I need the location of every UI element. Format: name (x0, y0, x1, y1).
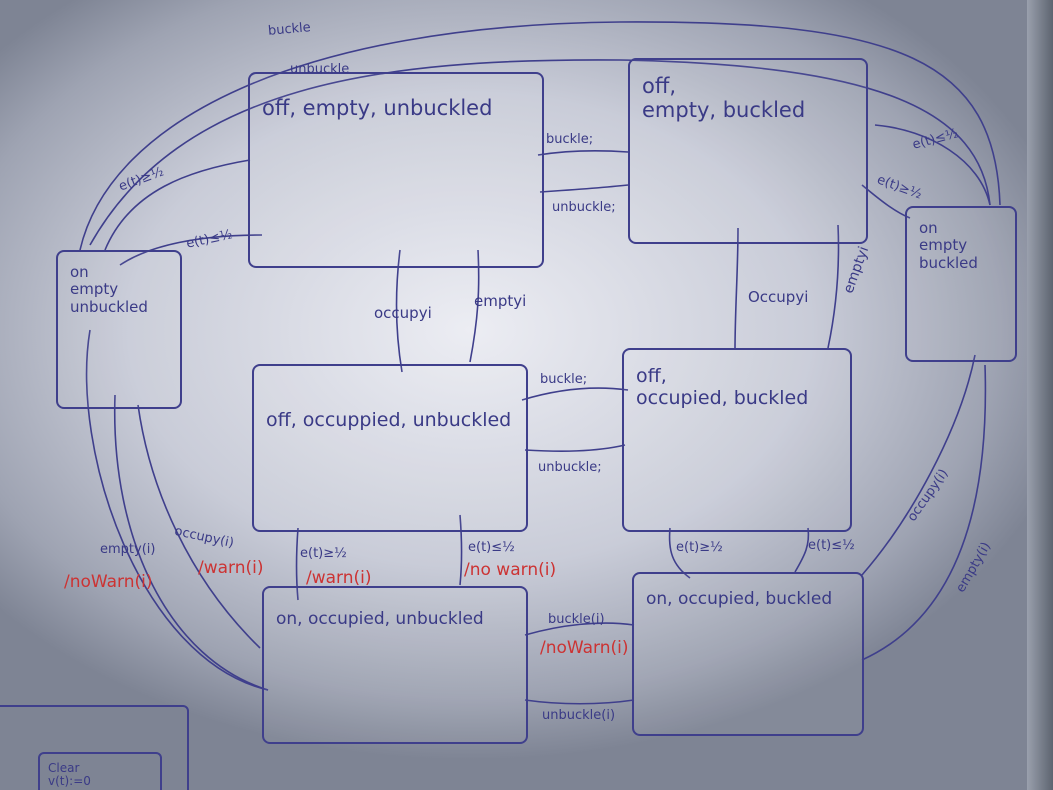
arrow-oneb-to-oeb (874, 124, 991, 206)
arrow-oeu-to-oneu (104, 159, 251, 251)
state-label: on empty buckled (919, 219, 978, 272)
arrow-empty-left (469, 249, 480, 363)
state-off-occupied-unbuckled: off, occuppied, unbuckled (252, 364, 528, 532)
label-e-ge-half-mid-left: e(t)≥½ (300, 546, 347, 561)
state-label: off, occuppied, unbuckled (266, 409, 512, 431)
state-label: off, empty, buckled (642, 74, 806, 123)
arrow-occupy-right-side (861, 354, 976, 576)
arrow-mid-left-up (459, 514, 463, 586)
label-empty-i-left-bottom: empty(i) (100, 542, 156, 557)
arrow-unbuckle-mid (524, 444, 626, 452)
state-on-empty-buckled: on empty buckled (905, 206, 1017, 362)
label-top-unbuckle: unbuckle (290, 62, 350, 77)
arrow-top-unbuckle (89, 59, 991, 246)
arrow-occupy-left (395, 249, 403, 373)
state-off-occupied-buckled: off, occupied, buckled (622, 348, 852, 532)
label-empty-i-left: emptyi (474, 292, 527, 310)
state-on-occupied-unbuckled: on, occupied, unbuckled (262, 586, 528, 744)
arrow-unbuckle-bottom (524, 699, 635, 705)
label-no-warn-left: /noWarn(i) (64, 572, 153, 592)
label-unbuckle-i-mid: unbuckle; (538, 460, 602, 475)
arrow-left-to-oou (137, 404, 261, 649)
label-buckle-i-mid: buckle; (540, 372, 588, 387)
label-no-warn-mid: /no warn(i) (464, 560, 557, 580)
arrow-top-buckle (79, 21, 1001, 251)
state-on-occupied-buckled: on, occupied, buckled (632, 572, 864, 736)
arrow-mid-left-down (295, 527, 299, 601)
state-on-empty-unbuckled: on empty unbuckled (56, 250, 182, 409)
label-unbuckle-i-bottom: unbuckle(i) (542, 708, 616, 723)
arrow-mid-right-down (668, 527, 691, 579)
state-label: on empty unbuckled (70, 263, 148, 316)
label-e-ge-half-mid-right: e(t)≥½ (676, 540, 723, 555)
state-label: on, occupied, buckled (646, 589, 833, 609)
label-buckle-i-top: buckle; (546, 132, 594, 147)
state-label: off, occupied, buckled (636, 365, 809, 409)
label-occupy-i-right: Occupyi (748, 288, 809, 306)
arrow-oou-to-left (113, 394, 269, 691)
arrow-buckle-mid (521, 387, 629, 401)
arrow-mid-right-up (794, 527, 810, 573)
arrow-buckle-top (537, 149, 629, 156)
arrow-oneu-to-oeu (119, 234, 263, 266)
label-no-warn-bottom: /noWarn(i) (540, 638, 629, 658)
label-unbuckle-i-top: unbuckle; (552, 200, 616, 215)
partial-box-clear: Clear v(t):=0 (38, 752, 162, 790)
label-warn-left: /warn(i) (198, 558, 264, 578)
arrow-outer-bottom (85, 329, 269, 691)
arrow-occupy-right (734, 227, 739, 351)
arrow-empty-right-side (861, 364, 987, 661)
label-buckle-i-bottom: buckle(i) (548, 612, 605, 627)
label-e-le-half-mid-right: e(t)≤½ (808, 538, 855, 553)
state-label: off, empty, unbuckled (262, 96, 493, 120)
label-occupy-i-left: occupyi (374, 304, 432, 322)
partial-box-label: Clear v(t):=0 (48, 761, 91, 788)
state-label: on, occupied, unbuckled (276, 609, 484, 629)
partial-box-outer (0, 705, 189, 790)
label-warn-mid: /warn(i) (306, 568, 372, 588)
label-e-le-half-mid-left: e(t)≤½ (468, 540, 515, 555)
arrow-buckle-bottom (524, 622, 635, 636)
state-off-empty-buckled: off, empty, buckled (628, 58, 868, 244)
arrow-empty-right (827, 224, 840, 349)
arrow-unbuckle-top (539, 184, 629, 193)
state-off-empty-unbuckled: off, empty, unbuckled (248, 72, 544, 268)
